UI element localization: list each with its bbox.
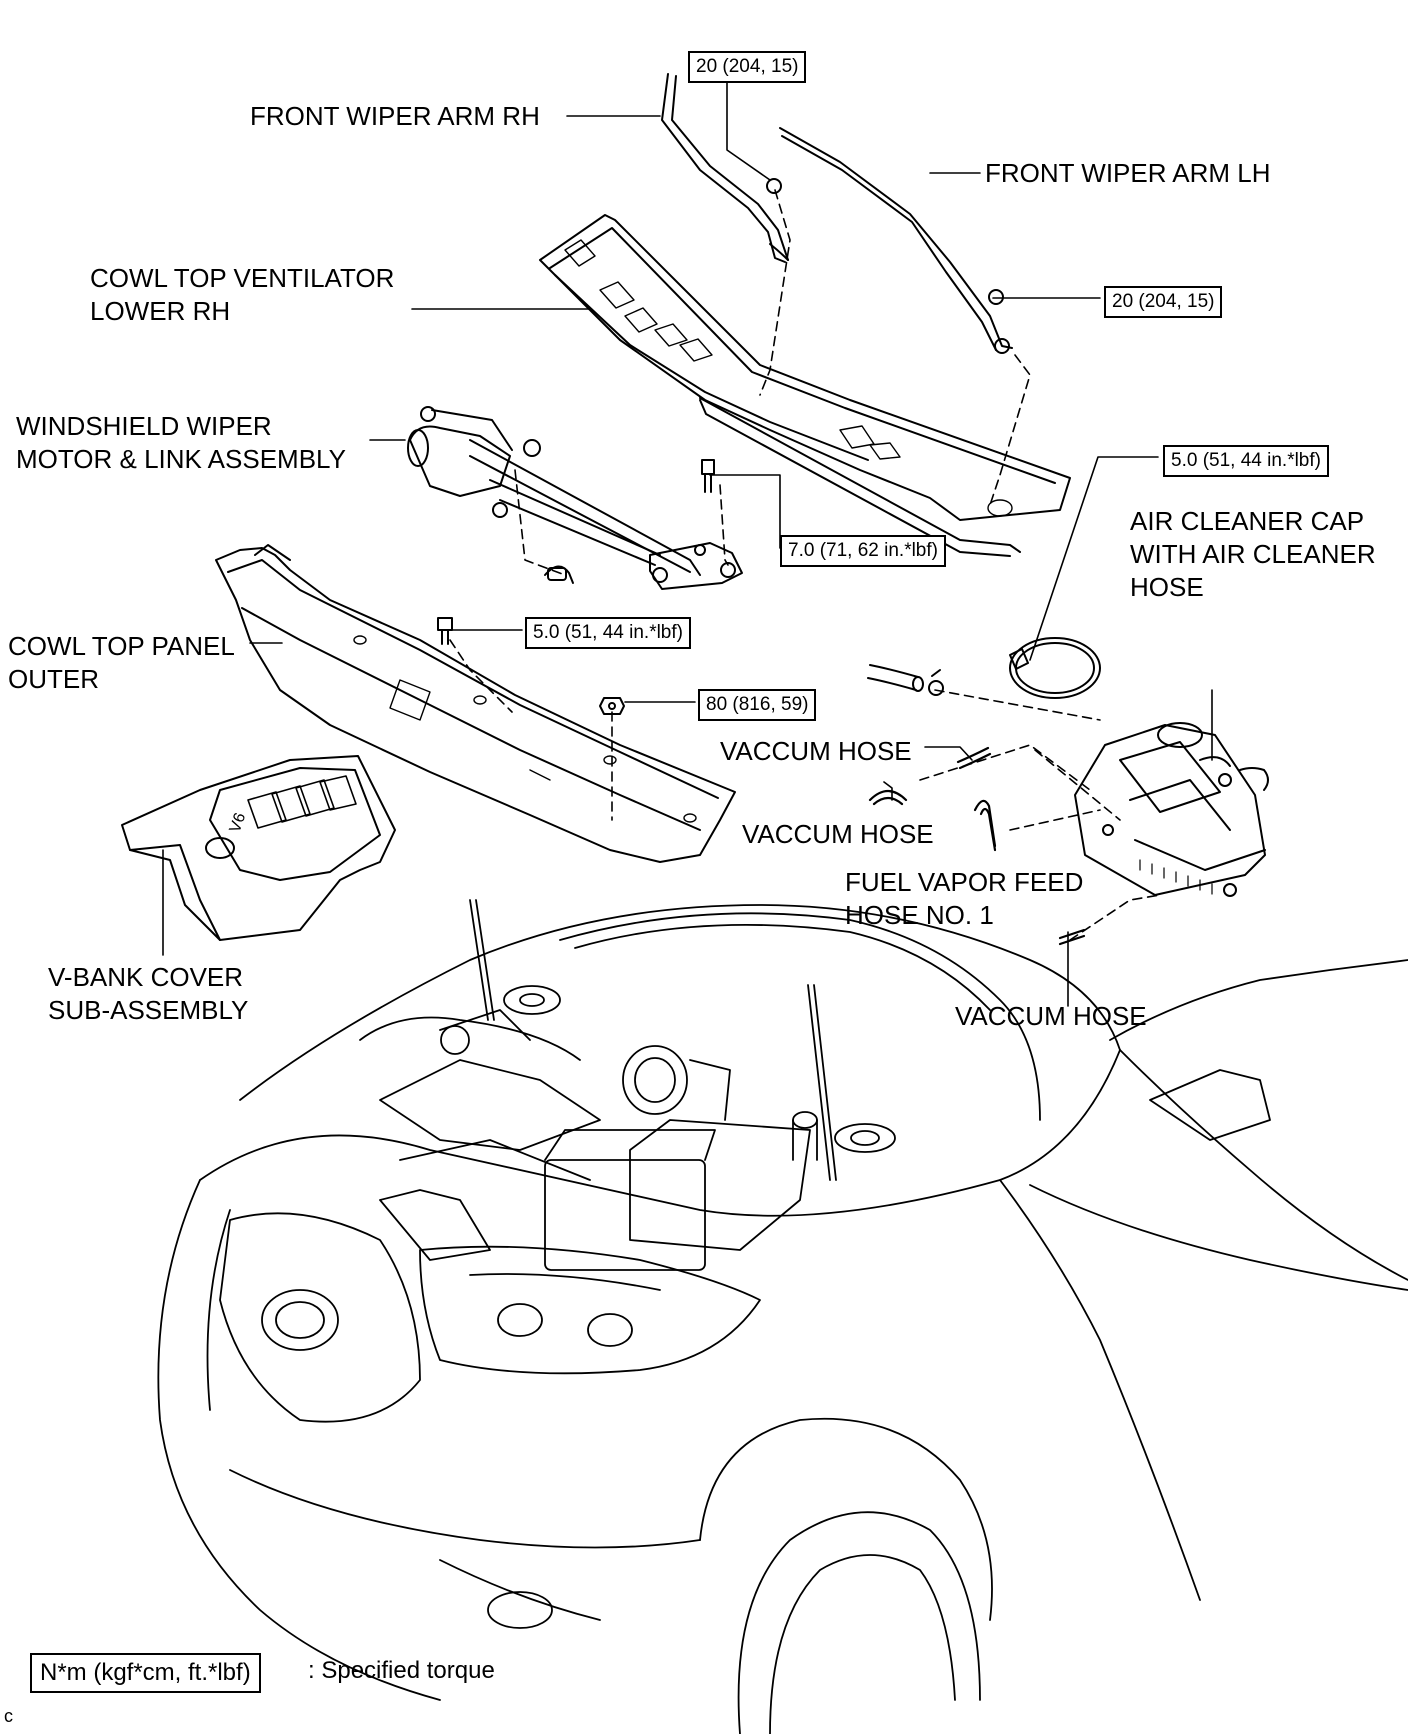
torque-box-cowl-panel-bolt: 5.0 (51, 44 in.*lbf)	[525, 617, 691, 649]
label-vacuum-hose-2: VACCUM HOSE	[742, 819, 934, 849]
label-air-cleaner-line3: HOSE	[1130, 572, 1204, 602]
legend-unit-box: N*m (kgf*cm, ft.*lbf)	[30, 1653, 261, 1693]
label-cowl-top-panel-line2: OUTER	[8, 664, 99, 694]
torque-box-wiper-lh: 20 (204, 15)	[1104, 286, 1223, 318]
label-fuel-vapor-line1: FUEL VAPOR FEED	[845, 867, 1084, 897]
v-bank-cover-drawing: V6	[121, 755, 396, 941]
label-front-wiper-arm-lh: FRONT WIPER ARM LH	[985, 158, 1271, 188]
label-wiper-motor-line2: MOTOR & LINK ASSEMBLY	[16, 444, 346, 474]
small-hose-drawing	[867, 664, 944, 696]
corner-mark: c	[4, 1706, 13, 1726]
front-wiper-arm-lh-drawing	[779, 127, 1013, 354]
cowl-top-ventilator-drawing	[539, 214, 1071, 557]
label-air-cleaner-line2: WITH AIR CLEANER	[1130, 539, 1376, 569]
label-cowl-top-ventilator-line1: COWL TOP VENTILATOR	[90, 263, 395, 293]
label-wiper-motor-line1: WINDSHIELD WIPER	[16, 411, 272, 441]
cowl-panel-fasteners-drawing	[437, 617, 625, 715]
label-vacuum-hose-1: VACCUM HOSE	[720, 736, 912, 766]
torque-box-wiper-motor-bolt: 7.0 (71, 62 in.*lbf)	[780, 535, 946, 567]
vehicle-body-drawing	[157, 899, 1408, 1734]
label-front-wiper-arm-rh: FRONT WIPER ARM RH	[250, 101, 540, 131]
label-v-bank-line1: V-BANK COVER	[48, 962, 244, 992]
torque-box-wiper-rh: 20 (204, 15)	[688, 51, 807, 83]
torque-box-air-cleaner-clamp: 5.0 (51, 44 in.*lbf)	[1163, 445, 1329, 477]
wiper-motor-bolt-drawing	[701, 459, 715, 493]
air-cleaner-cap-drawing	[1074, 722, 1269, 897]
label-vacuum-hose-3: VACCUM HOSE	[955, 1001, 1147, 1031]
v6-badge: V6	[227, 811, 250, 835]
label-air-cleaner-line1: AIR CLEANER CAP	[1130, 506, 1365, 536]
vacuum-hoses-drawing	[868, 746, 1086, 946]
label-cowl-top-ventilator-line2: LOWER RH	[90, 296, 231, 326]
legend-description: : Specified torque	[308, 1657, 495, 1684]
wiper-motor-link-drawing	[407, 406, 743, 590]
label-v-bank-line2: SUB-ASSEMBLY	[48, 995, 249, 1025]
label-cowl-top-panel-line1: COWL TOP PANEL	[8, 631, 235, 661]
label-fuel-vapor-line2: HOSE NO. 1	[845, 900, 994, 930]
torque-box-cowl-panel-nut: 80 (816, 59)	[698, 689, 817, 721]
cowl-top-panel-drawing	[215, 544, 736, 863]
front-wiper-arm-rh-drawing	[661, 73, 789, 263]
leader-lines	[162, 79, 1213, 1007]
air-cleaner-clamp-drawing	[1009, 637, 1101, 699]
